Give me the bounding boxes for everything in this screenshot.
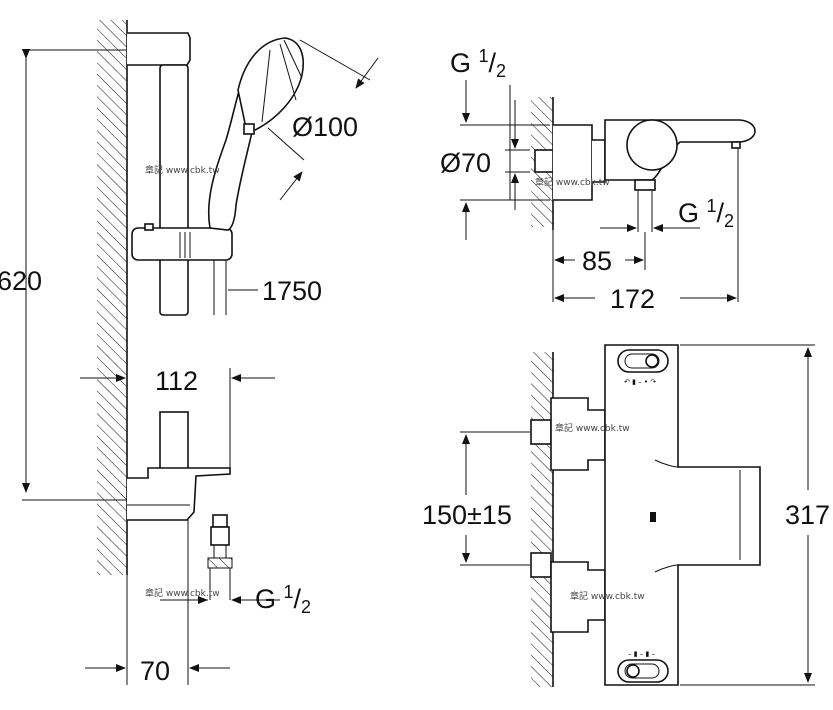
watermark-2: 章記 www.cbk.tw	[145, 587, 220, 599]
bottom-knob-marking: – ▮ – ▮ –	[628, 650, 656, 658]
top-wall-bracket	[127, 32, 191, 66]
top-knob-marking: ↶ ▮ – • ↷	[624, 378, 656, 386]
dim-wall-offset: 70	[140, 656, 170, 686]
eccentric-body	[553, 124, 593, 201]
thermostat-side-view: G 1/2 Ø70 G 1/2 85 172 章記 www.cbk.tw	[440, 46, 756, 314]
dim-bracket-depth: 112	[155, 366, 198, 396]
dim-height-label: 1620	[0, 266, 42, 296]
thermostat-body-front	[604, 344, 761, 686]
hand-shower	[207, 37, 304, 231]
dim-outlet-offset: 85	[582, 246, 612, 276]
hose-upper	[213, 260, 227, 315]
dim-total-depth: 172	[610, 284, 655, 314]
wall-hatch	[97, 20, 127, 575]
watermark-3: 章記 www.cbk.tw	[535, 176, 610, 188]
upper-connection	[550, 397, 606, 471]
dim-hose-length: 1750	[262, 276, 322, 306]
shower-rail-view: 1620 Ø100 1750 112 G 1/2 70 章記 www.cbk.t…	[0, 20, 379, 686]
thermostat-front-view: ↶ ▮ – • ↷ – ▮ – ▮ – 150±15 317 章記 www.cb…	[422, 344, 830, 687]
dim-body-height: 317	[785, 500, 830, 530]
thermostat-handle	[626, 119, 678, 171]
dim-inlet-spacing: 150±15	[422, 500, 512, 530]
dim-thread-outlet: G 1/2	[678, 196, 734, 231]
watermark-1: 章記 www.cbk.tw	[145, 164, 220, 176]
dim-thread-left: G 1/2	[255, 582, 311, 617]
dim-showerhead-diameter: Ø100	[292, 112, 358, 142]
dim-rosette-diameter: Ø70	[440, 148, 491, 178]
bottom-wall-bracket	[127, 467, 231, 521]
s-union	[534, 149, 554, 173]
rail-slider	[131, 227, 233, 261]
hose-connector	[207, 514, 233, 600]
watermark-4: 章記 www.cbk.tw	[555, 422, 630, 434]
slide-rail	[159, 64, 189, 316]
lower-rail	[159, 411, 189, 473]
dim-thread-top: G 1/2	[450, 46, 506, 81]
watermark-5: 章記 www.cbk.tw	[570, 590, 645, 602]
wall-hatch-3	[531, 352, 553, 687]
